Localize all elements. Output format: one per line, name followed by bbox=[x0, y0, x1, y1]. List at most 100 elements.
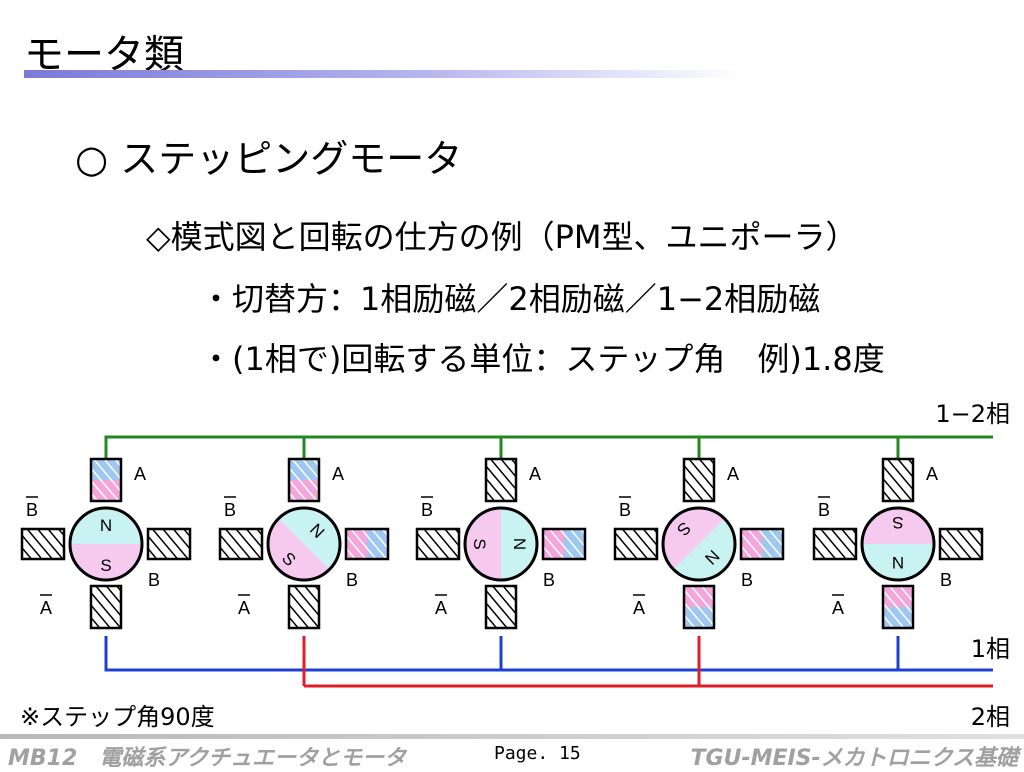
rotor-n-half bbox=[862, 544, 934, 580]
coil-a-south-half bbox=[91, 480, 121, 501]
coil-b-bar bbox=[613, 527, 659, 561]
coil-a-bar bbox=[484, 584, 518, 630]
coil-a-fill bbox=[883, 459, 913, 501]
coil-b-frame bbox=[541, 527, 587, 561]
coil-b-bar bbox=[20, 527, 66, 561]
pole-label-a-bar: A bbox=[633, 598, 645, 618]
pole-label-b-bar: B bbox=[421, 500, 433, 520]
coil-b bbox=[739, 527, 785, 561]
coil-b-bar-frame bbox=[613, 527, 659, 561]
line-1-phase-bus bbox=[104, 636, 993, 672]
rotor: NS bbox=[465, 508, 537, 580]
coil-a-bar-fill bbox=[486, 586, 516, 628]
phase-lines bbox=[104, 435, 993, 688]
footer-course: MB12 電磁系アクチュエータとモータ bbox=[8, 746, 407, 771]
coil-b bbox=[146, 527, 192, 561]
rotor-s-label: S bbox=[100, 556, 111, 575]
coil-b-frame bbox=[344, 527, 390, 561]
coil-b-north-half bbox=[367, 529, 388, 559]
pole-label-b: B bbox=[940, 570, 952, 590]
rotor-s-half bbox=[70, 544, 142, 580]
rotor-outline bbox=[661, 506, 737, 582]
footer-page-number: Page. 15 bbox=[494, 743, 581, 764]
coil-a-bar bbox=[89, 584, 123, 630]
coil-a bbox=[287, 457, 321, 503]
coil-a-bar-fill bbox=[289, 586, 319, 628]
label-1-phase: 1相 bbox=[970, 635, 1010, 663]
coil-a-bar-north-half bbox=[883, 607, 913, 628]
rotor-n-half bbox=[501, 508, 537, 580]
pole-label-b-bar: B bbox=[224, 500, 236, 520]
pole-label-b: B bbox=[741, 570, 753, 590]
rotor: NS bbox=[862, 508, 934, 580]
pole-label-b-bar: B bbox=[818, 500, 830, 520]
rotor-s-half bbox=[663, 508, 725, 570]
pole-label-a-bar: A bbox=[238, 598, 250, 618]
footer-program: TGU-MEIS-メカトロニクス基礎 bbox=[690, 746, 1018, 771]
coil-a-frame bbox=[881, 457, 915, 503]
coil-b-bar bbox=[812, 527, 858, 561]
footer: MB12 電磁系アクチュエータとモータ Page. 15 TGU-MEIS-メカ… bbox=[0, 740, 1024, 771]
pole-label-a-bar: A bbox=[40, 598, 52, 618]
step-angle-note: ※ステップ角90度 bbox=[20, 703, 215, 731]
coil-b-south-half bbox=[346, 529, 367, 559]
coil-b-frame bbox=[739, 527, 785, 561]
coil-a-bar bbox=[881, 584, 915, 630]
rotor-outline bbox=[266, 506, 342, 582]
coil-a-bar-north-half bbox=[684, 607, 714, 628]
coil-b-frame bbox=[146, 527, 192, 561]
coil-a-bar-frame bbox=[484, 584, 518, 630]
line-1-2-phase-bus bbox=[104, 435, 993, 459]
coil-b bbox=[344, 527, 390, 561]
coil-b-bar bbox=[218, 527, 264, 561]
coil-b-fill bbox=[148, 529, 190, 559]
bullet-switching-methods: ・切替方：1相励磁／2相励磁／1−2相励磁 bbox=[200, 280, 821, 318]
coil-a-bar-south-half bbox=[883, 586, 913, 607]
rotor-n-half bbox=[278, 508, 340, 570]
coil-b-bar-fill bbox=[22, 529, 64, 559]
rotor-n-half bbox=[673, 518, 735, 580]
coil-a-bar-fill bbox=[91, 586, 121, 628]
coil-b-fill bbox=[940, 529, 982, 559]
coil-a bbox=[682, 457, 716, 503]
coil-a-south-half bbox=[289, 480, 319, 501]
coil-b-bar-frame bbox=[415, 527, 461, 561]
rotor: NS bbox=[663, 508, 735, 580]
coil-a-fill bbox=[684, 459, 714, 501]
coil-a-bar-frame bbox=[682, 584, 716, 630]
pole-label-a: A bbox=[134, 464, 146, 484]
pole-label-b: B bbox=[148, 570, 160, 590]
rotor-s-label: S bbox=[892, 513, 903, 532]
coil-a-frame bbox=[682, 457, 716, 503]
coil-a bbox=[89, 457, 123, 503]
coil-a bbox=[484, 457, 518, 503]
title-underline bbox=[24, 70, 744, 78]
pole-label-a-bar: A bbox=[435, 598, 447, 618]
coil-a-north-half bbox=[289, 459, 319, 480]
coil-a-bar-frame bbox=[287, 584, 321, 630]
rotor-s-half bbox=[465, 508, 501, 580]
rotor-n-label: N bbox=[510, 538, 529, 550]
pole-label-b-bar: B bbox=[619, 500, 631, 520]
rotor: NS bbox=[268, 508, 340, 580]
coil-a-bar-frame bbox=[881, 584, 915, 630]
footer-bar bbox=[0, 734, 1024, 739]
coil-b-north-half bbox=[762, 529, 783, 559]
coil-b-north-half bbox=[564, 529, 585, 559]
rotor-outline bbox=[860, 506, 936, 582]
pole-label-a: A bbox=[926, 464, 938, 484]
rotor-n-half bbox=[70, 508, 142, 544]
pole-label-a: A bbox=[332, 464, 344, 484]
label-2-phase: 2相 bbox=[970, 703, 1010, 731]
coil-a-bar bbox=[682, 584, 716, 630]
bullet-step-angle: ・(1相で)回転する単位：ステップ角 例)1.8度 bbox=[200, 340, 885, 378]
coil-b bbox=[938, 527, 984, 561]
subheading: ◇模式図と回転の仕方の例（PM型、ユニポーラ） bbox=[146, 218, 858, 256]
rotor-s-label: S bbox=[470, 538, 489, 549]
